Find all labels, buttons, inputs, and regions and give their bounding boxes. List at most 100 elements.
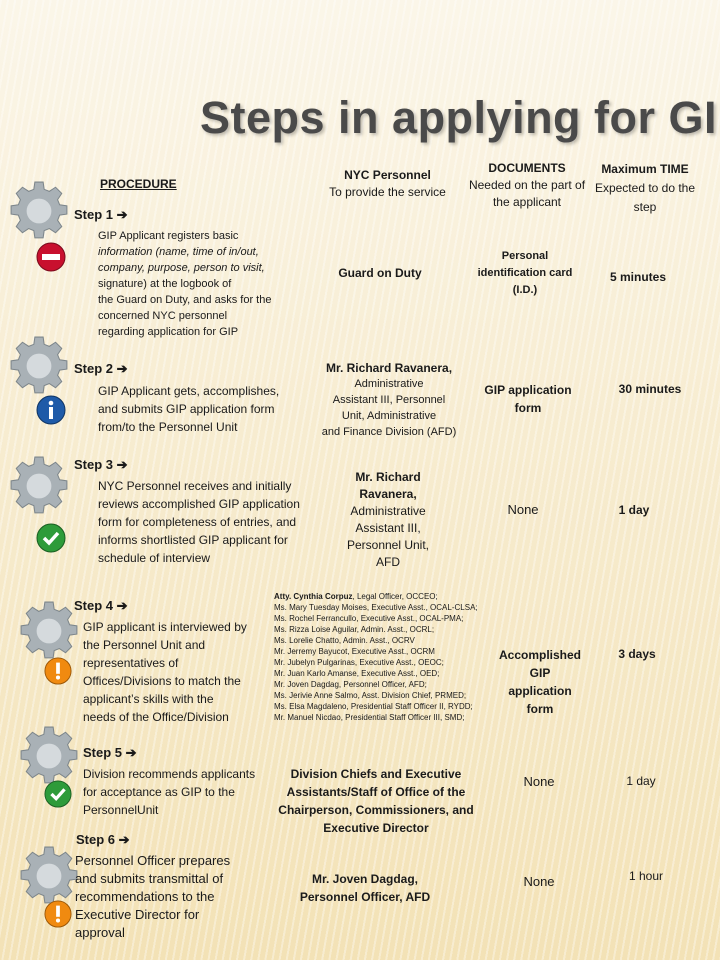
step-3-description: NYC Personnel receives and initially rev… (98, 477, 313, 567)
header-procedure: PROCEDURE (100, 177, 177, 191)
gear-icon (20, 726, 78, 784)
step-2-desc-line: from/to the Personnel Unit (98, 420, 238, 434)
step-1-documents: Personal identification card (I.D.) (477, 250, 573, 296)
step-3-personnel-name: Ravanera, (359, 487, 417, 501)
step-3-desc-line: reviews accomplished GIP application (98, 497, 300, 511)
step-3-desc-line: informs shortlisted GIP applicant for (98, 533, 288, 547)
step-5-label: Step 5 ➔ (83, 745, 137, 760)
step-4-documents: Accomplished GIP application form (492, 646, 588, 718)
step-5-personnel-line: Division Chiefs and Executive (290, 767, 462, 781)
step-4-desc-line: GIP applicant is interviewed by (83, 620, 247, 634)
header-nyc-title: NYC Personnel (344, 168, 431, 182)
step-1-desc-line: company, purpose, person to visit, (98, 262, 265, 274)
step-6-documents: None (523, 874, 555, 889)
step-1-label: Step 1 ➔ (74, 207, 128, 222)
step-3-desc-line: schedule of interview (98, 551, 211, 565)
gear-icon (10, 181, 68, 239)
panel-member: Mr. Jubelyn Pulgarinas, Executive Asst.,… (274, 658, 444, 667)
step-1-description: GIP Applicant registers basic informatio… (98, 228, 298, 340)
step-5-personnel-line: Chairperson, Commissioners, and (278, 803, 474, 817)
step-6-description: Personnel Officer prepares and submits t… (75, 852, 275, 942)
step-3-personnel-line: Personnel Unit, (346, 538, 430, 552)
step-4-doc-line: application (508, 684, 572, 698)
panel-member: Atty. Cynthia Corpuz, Legal Officer, OCC… (274, 591, 500, 602)
step-1-desc-line: information (name, time of in/out, (98, 246, 259, 258)
header-documents: DOCUMENTS Needed on the part of the appl… (468, 160, 586, 211)
step-4-desc-line: applicant’s skills with the (83, 692, 214, 706)
header-docs-sub: Needed on the part of the applicant (468, 178, 586, 209)
step-4-label: Step 4 ➔ (74, 598, 128, 613)
step-6-time: 1 hour (628, 869, 664, 883)
step-4-doc-line: Accomplished (498, 648, 582, 662)
step-2-time: 30 minutes (618, 382, 682, 396)
gear-icon (10, 336, 68, 394)
header-nyc-personnel: NYC Personnel To provide the service (305, 167, 470, 201)
step-6-personnel-line: Personnel Officer, AFD (299, 890, 431, 904)
step-1-personnel: Guard on Duty (338, 266, 422, 280)
step-1-desc-line: GIP Applicant registers basic (98, 230, 239, 242)
step-5-personnel-line: Assistants/Staff of Office of the (286, 785, 466, 799)
step-6-desc-line: recommendations to the (75, 889, 215, 904)
panel-member: Mr. Joven Dagdag, Personnel Officer, AFD… (274, 680, 427, 689)
gear-icon (10, 456, 68, 514)
step-6-desc-line: Executive Director for (75, 907, 200, 922)
step-4-time: 3 days (618, 647, 656, 661)
step-2-personnel-line: and Finance Division (AFD) (321, 426, 457, 438)
step-4-doc-line: GIP (529, 666, 551, 680)
page-title: Steps in applying for GIP (200, 92, 720, 143)
step-2-documents: GIP application form (484, 383, 572, 415)
step-3-personnel-line: Administrative (350, 504, 426, 518)
step-2-personnel-name: Mr. Richard Ravanera, (325, 361, 453, 375)
panel-member: Ms. Elsa Magdaleno, Presidential Staff O… (274, 702, 473, 711)
step-5-desc-line: Division recommends applicants (83, 767, 256, 781)
gear-icon (20, 601, 78, 659)
step-6-personnel: Mr. Joven Dagdag, Personnel Officer, AFD (285, 870, 445, 906)
step-4-desc-line: needs of the Office/Division (83, 710, 229, 724)
step-2-desc-line: and submits GIP application form (98, 402, 275, 416)
panel-member: Mr. Juan Karlo Amanse, Executive Asst., … (274, 669, 440, 678)
step-2-personnel: Mr. Richard Ravanera, Administrative Ass… (310, 360, 468, 440)
header-max-time: Maximum TIME Expected to do the step (590, 160, 700, 217)
step-5-time: 1 day (626, 774, 656, 788)
step-4-desc-line: representatives of (83, 656, 179, 670)
panel-member: Ms. Mary Tuesday Moises, Executive Asst.… (274, 603, 478, 612)
step-2-desc-line: GIP Applicant gets, accomplishes, (98, 384, 280, 398)
step-3-personnel-name: Mr. Richard (355, 470, 421, 484)
step-1-desc-line: concerned NYC personnel (98, 310, 228, 322)
step-6-desc-line: and submits transmittal of (75, 871, 224, 886)
info-icon (36, 395, 66, 425)
step-1-desc-line: regarding application for GIP (98, 326, 239, 338)
step-5-description: Division recommends applicants for accep… (83, 765, 268, 819)
step-3-desc-line: NYC Personnel receives and initially (98, 479, 292, 493)
check-icon (44, 780, 72, 808)
step-3-personnel-line: Assistant III, (355, 521, 421, 535)
step-2-personnel-line: Unit, Administrative (341, 410, 437, 422)
step-5-documents: None (523, 774, 555, 789)
header-time-sub: Expected to do the step (594, 181, 696, 214)
panel-member: Ms. Rizza Loise Aguilar, Admin. Asst., O… (274, 625, 435, 634)
step-3-personnel-line: AFD (376, 555, 400, 569)
step-5-desc-line: PersonnelUnit (83, 803, 159, 817)
exclamation-icon (44, 657, 72, 685)
step-4-desc-line: Offices/Divisions to match the (83, 674, 241, 688)
step-2-label: Step 2 ➔ (74, 361, 128, 376)
step-2-description: GIP Applicant gets, accomplishes, and su… (98, 382, 298, 436)
step-1-time: 5 minutes (609, 270, 666, 284)
panel-member-name: Atty. Cynthia Corpuz (274, 592, 353, 601)
step-6-desc-line: Personnel Officer prepares (75, 853, 231, 868)
step-1-desc-line: signature) at the logbook of (98, 278, 232, 290)
step-4-doc-line: form (526, 702, 554, 716)
step-1-desc-line: the Guard on Duty, and asks for the (98, 294, 272, 306)
step-3-label: Step 3 ➔ (74, 457, 128, 472)
panel-member: Ms. Rochel Ferrancullo, Executive Asst.,… (274, 614, 464, 623)
panel-member: Mr. Jerremy Bayucot, Executive Asst., OC… (274, 647, 435, 656)
step-3-personnel: Mr. Richard Ravanera, Administrative Ass… (325, 469, 451, 571)
step-2-personnel-line: Administrative (354, 378, 424, 390)
step-6-desc-line: approval (75, 925, 125, 940)
step-6-personnel-line: Mr. Joven Dagdag, (311, 872, 419, 886)
step-5-personnel: Division Chiefs and Executive Assistants… (272, 765, 480, 837)
gear-icon (20, 846, 78, 904)
step-3-time: 1 day (618, 503, 650, 517)
step-4-description: GIP applicant is interviewed by the Pers… (83, 618, 273, 726)
